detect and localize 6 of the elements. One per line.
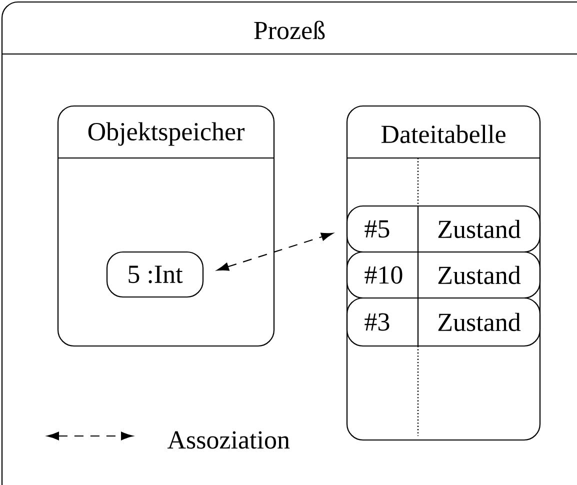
legend-label: Assoziation: [167, 431, 290, 449]
table-row: #3 Zustand: [346, 297, 541, 347]
object-box: 5 :Int: [106, 251, 204, 298]
table-row: #5 Zustand: [346, 205, 541, 253]
association-arrow: [216, 232, 334, 271]
table-row: #10 Zustand: [346, 251, 541, 299]
